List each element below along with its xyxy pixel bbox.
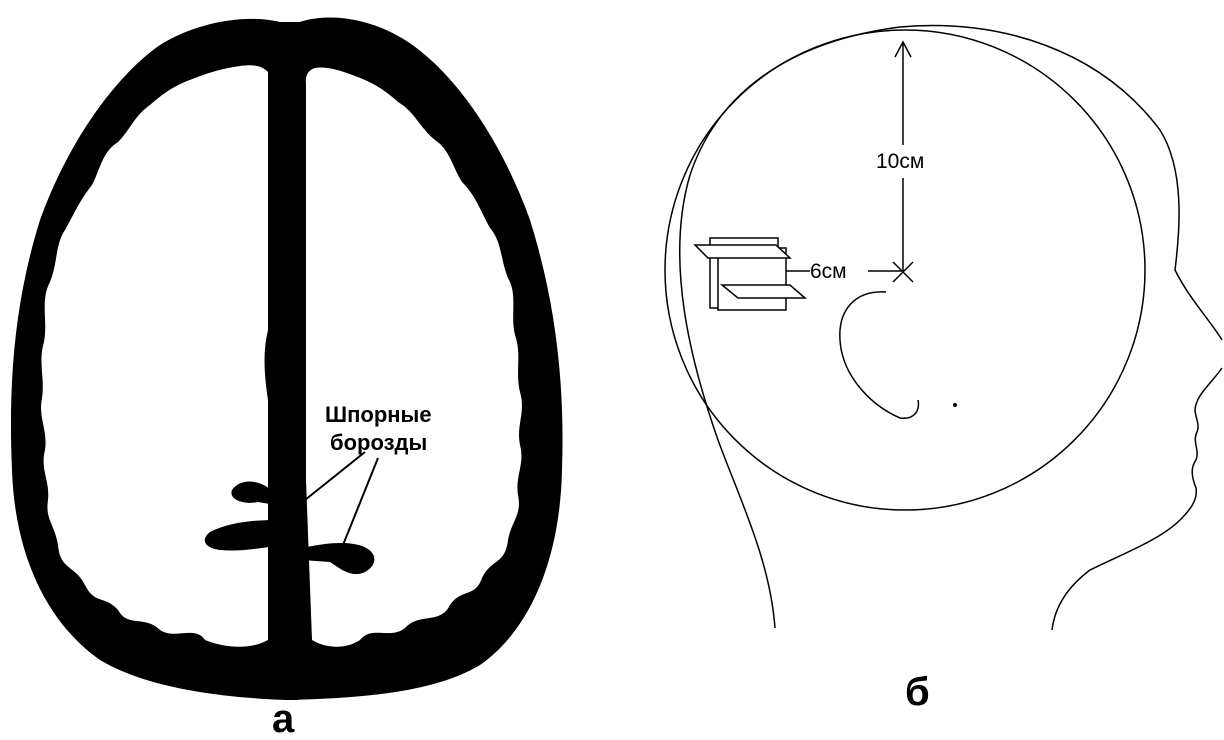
ear-dot — [954, 404, 956, 406]
head-profile — [665, 26, 1222, 630]
probe-plate-top — [695, 245, 790, 258]
probe-plate-bottom — [722, 285, 805, 298]
vertical-dimension-label: 10см — [876, 150, 924, 173]
head-outline — [680, 26, 1222, 630]
probe-block — [695, 238, 805, 310]
brain-top-view: Шпорные борозды — [11, 17, 563, 700]
annotation-line-2: борозды — [330, 430, 427, 455]
annotation-line-1: Шпорные — [325, 402, 432, 427]
panel-label-a: а — [272, 697, 295, 735]
horizontal-dimension-label: 6см — [810, 260, 847, 283]
panel-label-b: б — [905, 670, 930, 714]
ear-outline — [840, 292, 919, 418]
